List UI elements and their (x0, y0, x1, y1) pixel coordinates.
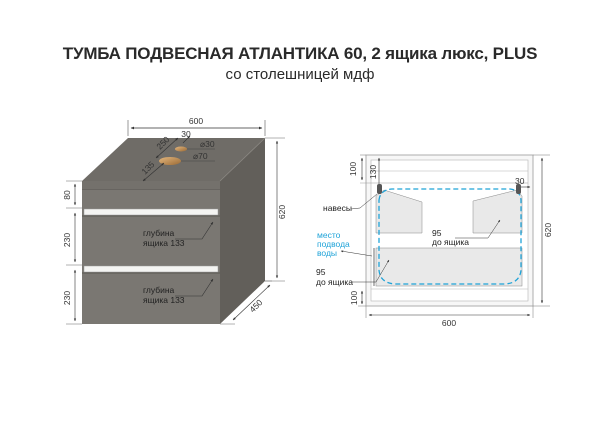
cabinet-side (220, 138, 265, 324)
dim-drawer2-height: 230 (62, 291, 72, 305)
water-label-1: место (317, 230, 341, 240)
page-subtitle: со столешницей мдф (225, 66, 375, 83)
top-front-edge (82, 181, 220, 190)
dim-total-height-left: 620 (277, 205, 287, 219)
upper-drawer-right (472, 189, 523, 234)
drawer2-depth-label-1: глубина (143, 285, 175, 295)
dim-hole-offset: 30 (181, 129, 191, 139)
drawer2-handle[interactable] (83, 265, 219, 273)
upper-gap-label: до ящика (432, 237, 469, 247)
lower-drawer (375, 247, 523, 287)
dim-hole-large-dia: ⌀70 (193, 151, 208, 161)
dim-hole-small-dia: ⌀30 (200, 139, 215, 149)
dim-width-top: 600 (189, 116, 203, 126)
hinge-right (516, 184, 521, 194)
dim-hinge-height: 130 (368, 165, 378, 179)
lower-gap-value: 95 (316, 267, 326, 277)
dim-drawer1-height: 230 (62, 233, 72, 247)
dim-hinge-offset: 30 (515, 176, 525, 186)
hinges-label: навесы (323, 203, 352, 213)
drawer1-depth-label-2: ящика 133 (143, 238, 185, 248)
dim-bottom-offset: 100 (349, 291, 359, 305)
lower-gap-label: до ящика (316, 277, 353, 287)
dim-top-offset: 100 (348, 162, 358, 176)
upper-drawer-left (375, 189, 423, 234)
page-title: ТУМБА ПОДВЕСНАЯ АТЛАНТИКА 60, 2 ящика лю… (62, 44, 538, 63)
water-label-3: воды (317, 248, 337, 258)
cabinet-front-schematic: 100 130 30 навесы место подвода воды 95 … (316, 154, 553, 328)
cabinet-3d-view: 600 30 250 ⌀30 ⌀70 135 80 230 230 глубин… (62, 116, 287, 325)
upper-gap-value: 95 (432, 228, 442, 238)
drawer1-depth-label-1: глубина (143, 228, 175, 238)
hinge-left (377, 184, 382, 194)
drawer1-handle[interactable] (83, 208, 219, 216)
dim-total-height-right: 620 (543, 223, 553, 237)
dim-top-height: 80 (62, 190, 72, 200)
drawer2-depth-label-2: ящика 133 (143, 295, 185, 305)
dim-width-bottom: 600 (442, 318, 456, 328)
water-label-2: подвода (317, 239, 350, 249)
dim-depth: 450 (247, 297, 264, 314)
hole-small (175, 146, 187, 152)
hole-large (159, 157, 181, 165)
